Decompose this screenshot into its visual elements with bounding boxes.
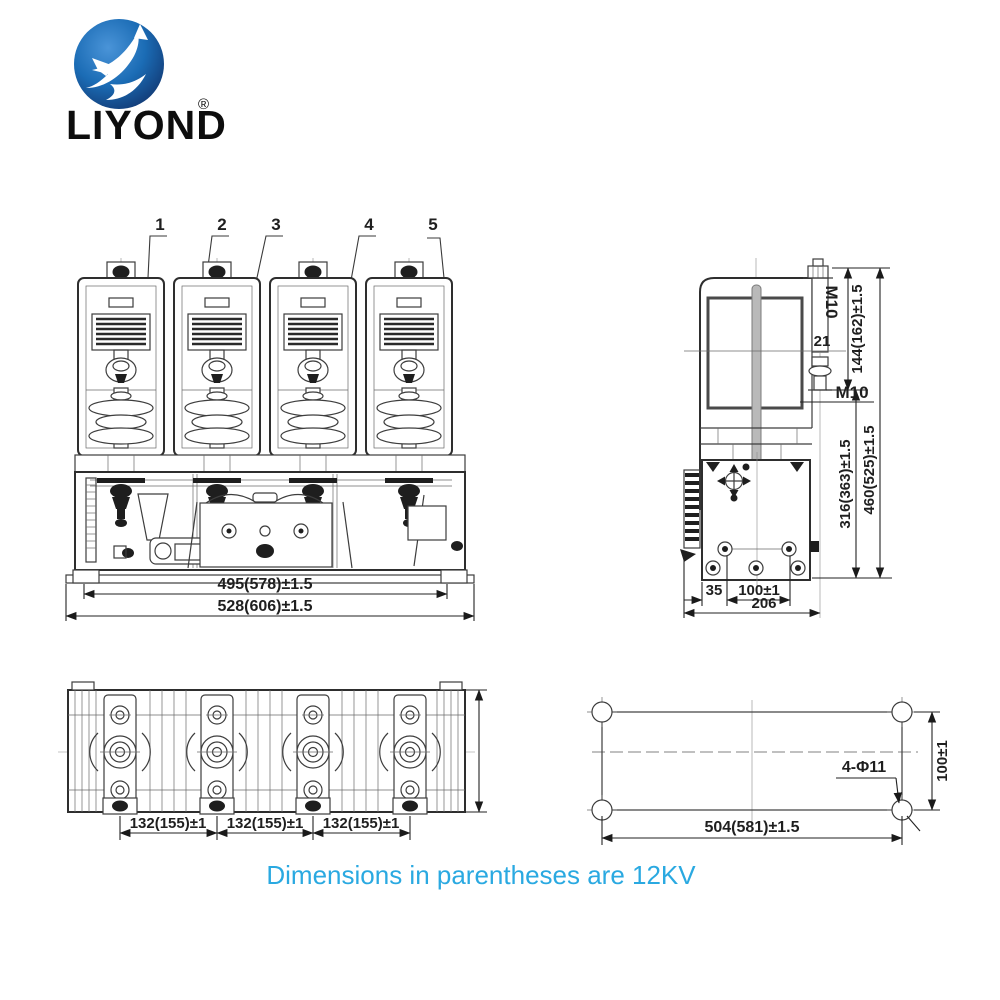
pump-assembly [113, 537, 213, 565]
caption-note: Dimensions in parentheses are 12KV [266, 860, 696, 890]
cross-marker [717, 463, 751, 502]
dim-depth: 206 [751, 595, 776, 612]
pole-3 [268, 256, 358, 460]
end-ribs [74, 690, 459, 812]
label-lower-terminal: M10 [835, 383, 868, 402]
pole-4 [364, 256, 454, 460]
label-holes: 4-Φ11 [842, 759, 886, 776]
hole-top-left [586, 696, 618, 728]
dim-terminal-height: 144(162)±1.5 [849, 284, 866, 373]
dim-body-height: 316(363)±1.5 [837, 439, 854, 528]
dim-total-height: 460(525)±1.5 [861, 425, 878, 514]
dim-pitch-1: 132(155)±1 [130, 815, 207, 832]
front-view-dimensions: 495(578)±1.5 528(606)±1.5 [65, 576, 475, 621]
top-view: 132(155)±1 132(155)±1 132(155)±1 [58, 681, 487, 840]
pole-1 [76, 256, 166, 460]
front-view-base [65, 569, 475, 584]
dim-inner-width: 495(578)±1.5 [217, 576, 312, 593]
front-view: 1 2 3 4 5 [65, 215, 475, 621]
registered-mark: ® [198, 96, 210, 113]
dim-mounting-width: 504(581)±1.5 [704, 819, 799, 836]
terminal-strip [680, 469, 701, 562]
liyond-logo: LIYOND ® [62, 16, 292, 148]
side-bands [700, 427, 812, 460]
liyond-logo-icon [74, 19, 164, 109]
right-box [407, 505, 447, 541]
dim-pitch-2: 132(155)±1 [227, 815, 304, 832]
callout-2: 2 [217, 215, 226, 234]
hole-callout: 4-Φ11 [836, 759, 921, 832]
side-view: M10 21 M10 144(162)±1.5 316(363)±1.5 460… [680, 258, 892, 618]
label-top-terminal: M10 [822, 285, 841, 318]
dim-edge-to-hole: 35 [706, 582, 723, 599]
logo-bird-icon [86, 24, 148, 100]
callout-3: 3 [271, 215, 280, 234]
dim-hole-spacing: 100±1 [738, 582, 780, 599]
top-view-dimensions: 132(155)±1 132(155)±1 132(155)±1 [119, 815, 411, 840]
top-left-bump [71, 681, 95, 691]
mounting-height-dim: 100±1 [914, 711, 951, 811]
dim-mounting-height: 100±1 [934, 740, 951, 782]
front-view-deck [74, 454, 466, 473]
dim-outer-width: 528(606)±1.5 [217, 598, 312, 615]
side-view-dimensions: M10 21 M10 144(162)±1.5 316(363)±1.5 460… [683, 267, 892, 618]
top-right-bump [439, 681, 463, 691]
dim-terminal-offset: 21 [814, 333, 831, 350]
left-hatch-strip [85, 477, 97, 563]
side-body-outline [699, 277, 828, 510]
center-box [199, 492, 333, 568]
side-lower-box [680, 452, 819, 595]
right-bolt [451, 541, 463, 551]
hole-top-right [886, 696, 918, 728]
dim-pitch-3: 132(155)±1 [323, 815, 400, 832]
side-top-terminal [803, 258, 833, 279]
front-view-mechanism [74, 471, 466, 571]
logo-wordmark: LIYOND [66, 102, 227, 148]
side-lower-terminal [684, 350, 846, 618]
top-view-height-dim [465, 689, 487, 813]
pole-2 [172, 256, 262, 460]
front-view-poles [76, 256, 454, 460]
callout-4: 4 [364, 215, 374, 234]
callout-1: 1 [155, 215, 164, 234]
callout-5: 5 [428, 215, 437, 234]
mounting-width-dim: 504(581)±1.5 [601, 816, 903, 845]
mounting-view: 4-Φ11 100±1 504(581)±1.5 [586, 696, 951, 845]
